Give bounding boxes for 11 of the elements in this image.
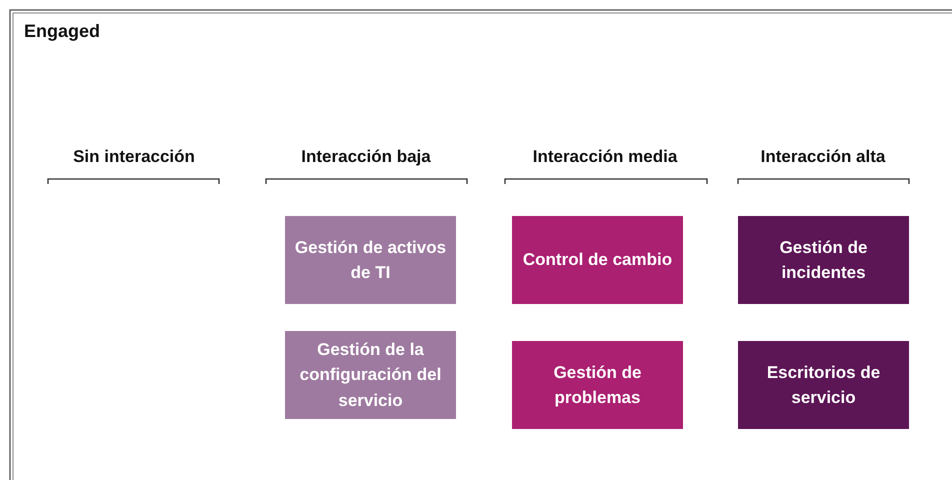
column-heading: Interacción alta	[760, 147, 886, 167]
category-box: Escritorios de servicio	[738, 341, 909, 429]
column-heading: Interacción media	[532, 147, 678, 167]
category-box: Control de cambio	[512, 216, 683, 304]
column-heading: Interacción baja	[301, 147, 431, 167]
category-box: Gestión de la configuración del servicio	[285, 331, 456, 419]
frame-title: Engaged	[24, 21, 100, 42]
category-box: Gestión de activos de TI	[285, 216, 456, 304]
category-box: Gestión de problemas	[512, 341, 683, 429]
column-heading: Sin interacción	[73, 147, 195, 167]
category-box: Gestión de incidentes	[738, 216, 909, 304]
